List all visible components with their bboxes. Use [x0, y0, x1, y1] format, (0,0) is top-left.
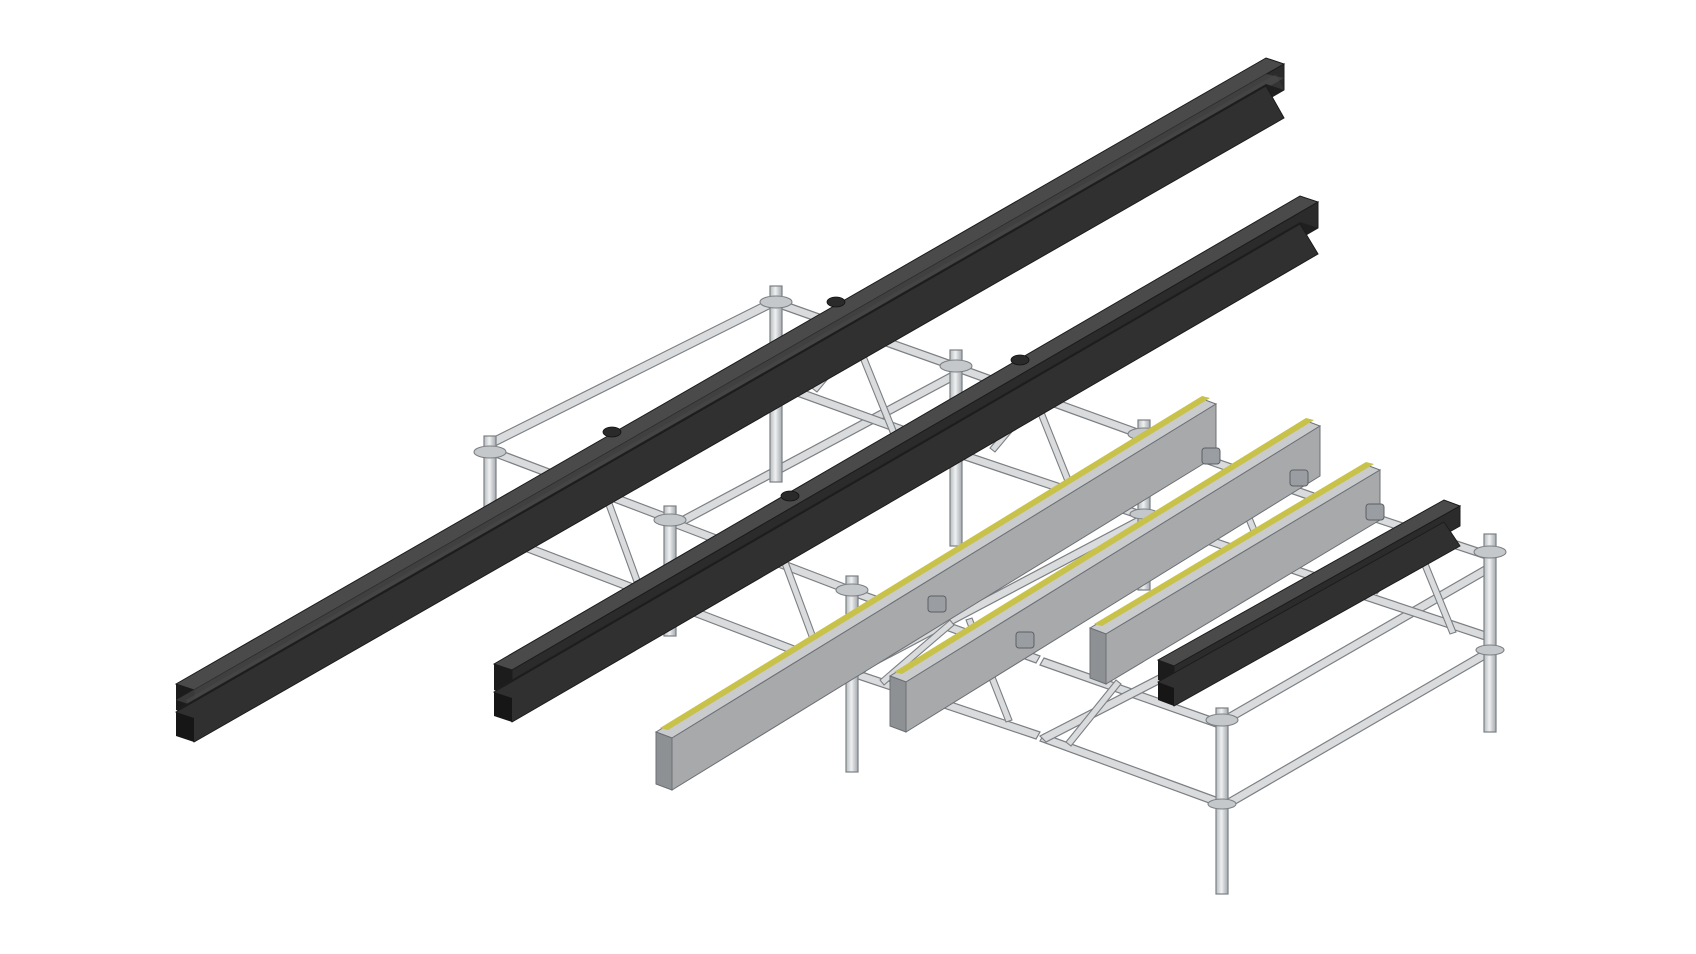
- standard: [1483, 533, 1497, 733]
- couplers: [927, 447, 1385, 649]
- coupler: [1365, 503, 1385, 521]
- coupler: [1289, 469, 1309, 487]
- coupler: [1201, 447, 1221, 465]
- coupler: [927, 595, 947, 613]
- alu-beam-1: [654, 396, 1218, 791]
- steel-beam-long-rear: [174, 57, 1286, 743]
- steel-beam-short: [1156, 499, 1462, 707]
- coupler: [1015, 631, 1035, 649]
- alu-beam-3: [1088, 462, 1382, 685]
- steel-beam-long-front: [492, 195, 1320, 723]
- alu-beam-2: [888, 418, 1322, 733]
- beam-clamps: [602, 296, 1030, 502]
